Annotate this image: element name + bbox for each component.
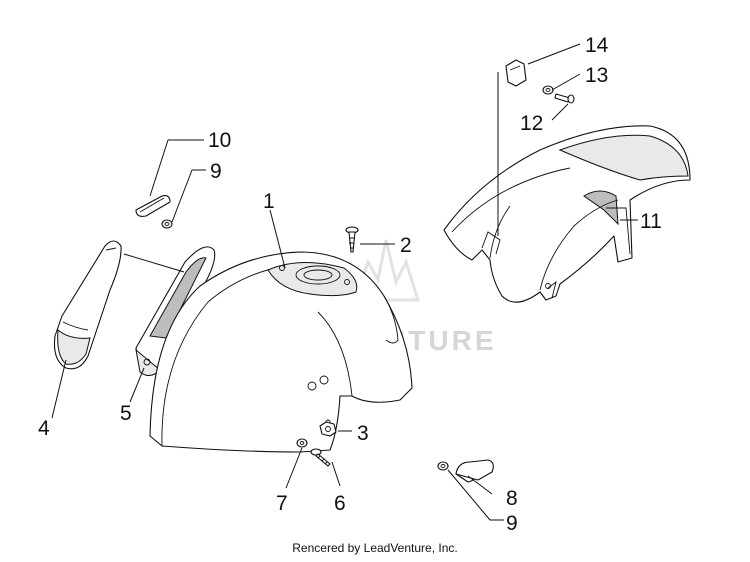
watermark-logo-icon (352, 239, 421, 302)
callout-2: 2 (400, 234, 412, 257)
callout-14: 14 (585, 34, 609, 57)
callout-4: 4 (38, 417, 50, 440)
callout-3: 3 (357, 422, 369, 445)
callout-12: 12 (520, 112, 543, 135)
callout-10: 10 (208, 129, 231, 152)
callout-labels: 1 2 3 4 5 6 7 8 9 9 10 11 12 13 14 (38, 34, 662, 535)
footer-credit: Rencered by LeadVenture, Inc. (292, 541, 458, 555)
callout-13: 13 (585, 64, 608, 87)
leader-lines (51, 43, 638, 521)
callout-7: 7 (276, 492, 288, 515)
part-11-rear-fender (443, 125, 691, 303)
callout-11: 11 (640, 210, 662, 233)
part-9-lower-washer (437, 461, 449, 471)
part-2-screw (345, 226, 359, 253)
part-8-rear-reflector (455, 459, 494, 483)
part-4-side-cover (53, 240, 122, 370)
part-6-screw (310, 448, 331, 467)
callout-6: 6 (334, 492, 346, 515)
part-9-upper-clip (161, 219, 173, 229)
callout-5: 5 (120, 402, 132, 425)
callout-1: 1 (263, 190, 275, 213)
part-10-reflector-bracket (135, 195, 171, 217)
callout-9-upper: 9 (210, 160, 222, 183)
part-14-clip-nut (505, 59, 527, 87)
part-12-screw (554, 93, 575, 104)
part-7-washer (296, 438, 308, 448)
part-5-reflector (135, 246, 216, 376)
callout-9-lower: 9 (506, 512, 518, 535)
part-3-nut (319, 421, 337, 437)
part-13-washer (542, 85, 554, 95)
callout-8: 8 (506, 487, 518, 510)
